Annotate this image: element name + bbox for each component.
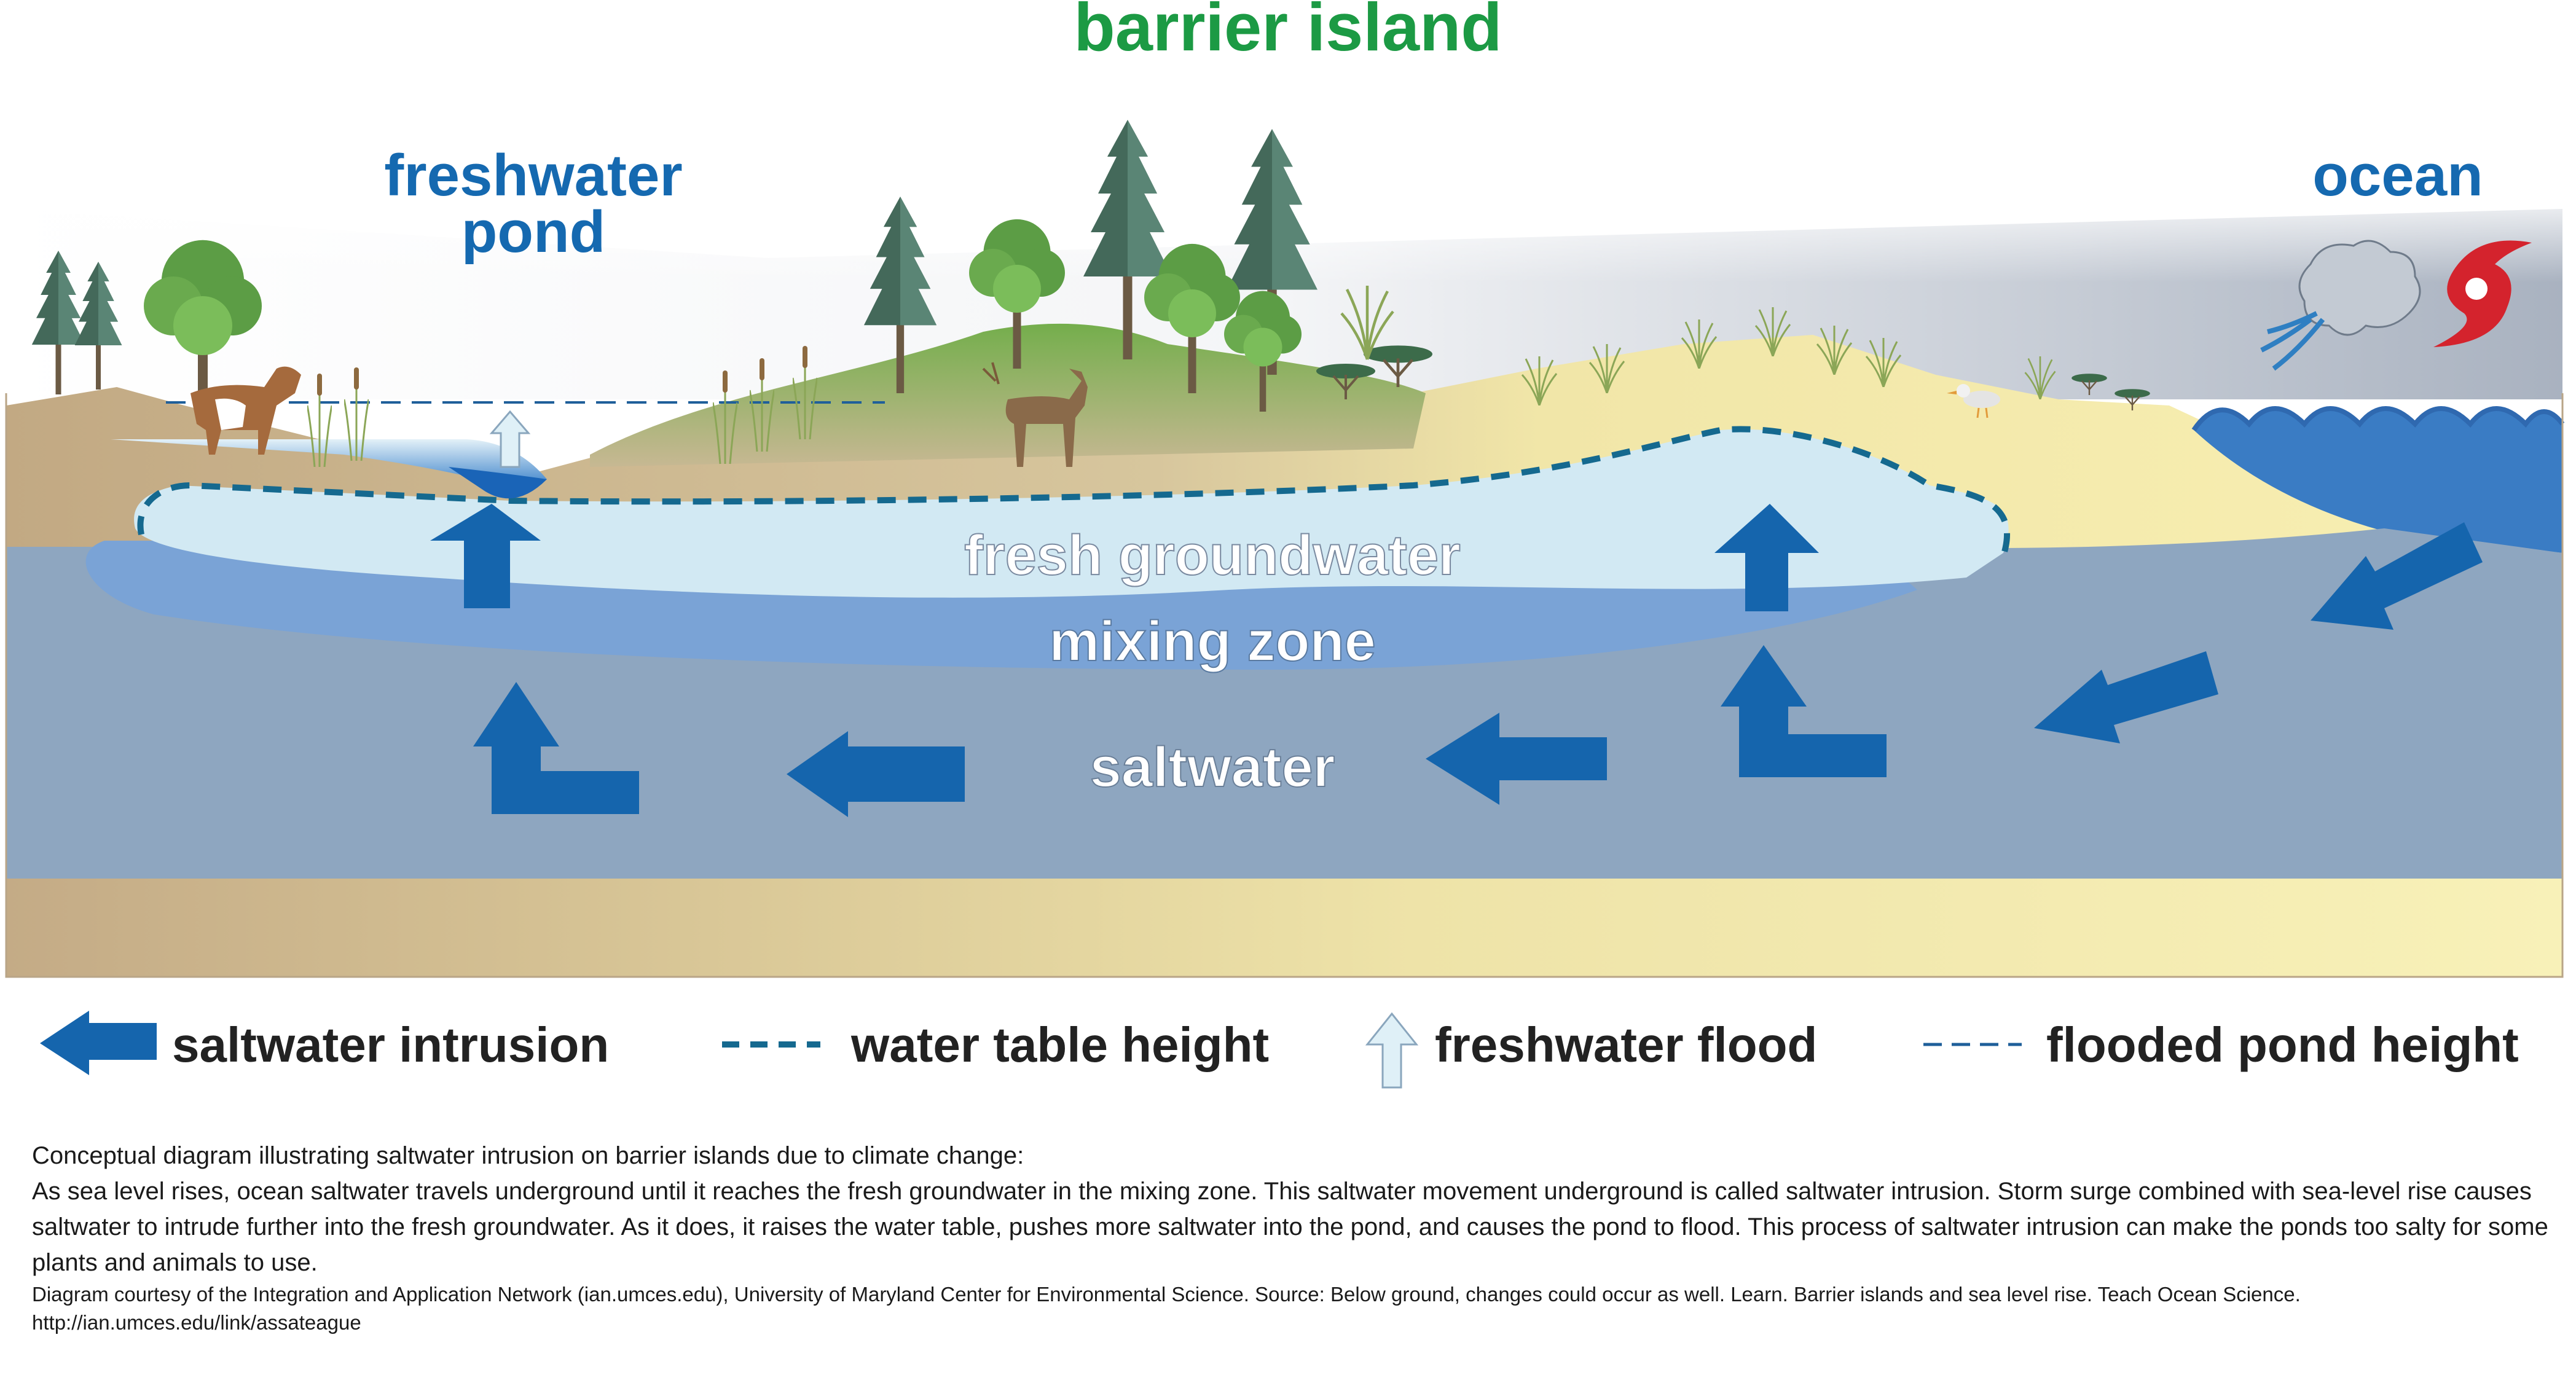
legend-label-saltwater-intrusion: saltwater intrusion: [172, 1017, 609, 1072]
storm-cloud-icon: [2260, 240, 2421, 371]
up-arrow: [1714, 504, 1819, 611]
ocean-water: [2194, 409, 2562, 553]
caption: Conceptual diagram illustrating saltwate…: [32, 1138, 2551, 1337]
legend-flood-icon: [1365, 1012, 1419, 1089]
deer-icon: [982, 362, 1088, 467]
elbow-arrow: [1721, 645, 1887, 777]
up-arrow: [430, 504, 541, 608]
legend: saltwater intrusion water table height f…: [40, 1011, 2519, 1089]
legend-arrow-icon: [40, 1011, 157, 1075]
legend-label-water-table: water table height: [850, 1017, 1269, 1072]
diagonal-arrow: [2311, 522, 2483, 630]
horse-icon: [190, 366, 301, 455]
legend-label-freshwater-flood: freshwater flood: [1435, 1017, 1817, 1072]
freshwater-pond: [111, 439, 547, 495]
pond-label-line1: freshwater: [384, 143, 683, 208]
sand-layer: [6, 879, 2562, 977]
freshwater-flood-arrow: [489, 410, 531, 468]
fresh-groundwater-label: fresh groundwater: [964, 524, 1461, 587]
left-arrow: [1426, 713, 1607, 805]
hurricane-icon: [2433, 240, 2532, 347]
bird-icon: [1947, 384, 2000, 418]
elbow-arrow: [473, 682, 639, 814]
diagram-title: barrier island: [1074, 0, 1502, 65]
caption-body: As sea level rises, ocean saltwater trav…: [32, 1178, 2548, 1276]
saltwater-label: saltwater: [1090, 736, 1335, 799]
mixing-zone-label: mixing zone: [1049, 610, 1376, 673]
ocean-label: ocean: [2312, 143, 2483, 208]
water-table-line: [137, 426, 2010, 557]
legend-label-flooded-pond: flooded pond height: [2046, 1017, 2519, 1072]
wave-icon: [2191, 406, 2565, 432]
pond-label-line2: pond: [461, 199, 606, 265]
saltwater-intrusion-arrows: [430, 504, 2483, 817]
diagonal-arrow: [2034, 651, 2218, 743]
caption-credit: Diagram courtesy of the Integration and …: [32, 1283, 2301, 1306]
caption-title: Conceptual diagram illustrating saltwate…: [32, 1142, 1024, 1169]
caption-link[interactable]: http://ian.umces.edu/link/assateague: [32, 1311, 361, 1334]
left-arrow: [787, 731, 965, 817]
